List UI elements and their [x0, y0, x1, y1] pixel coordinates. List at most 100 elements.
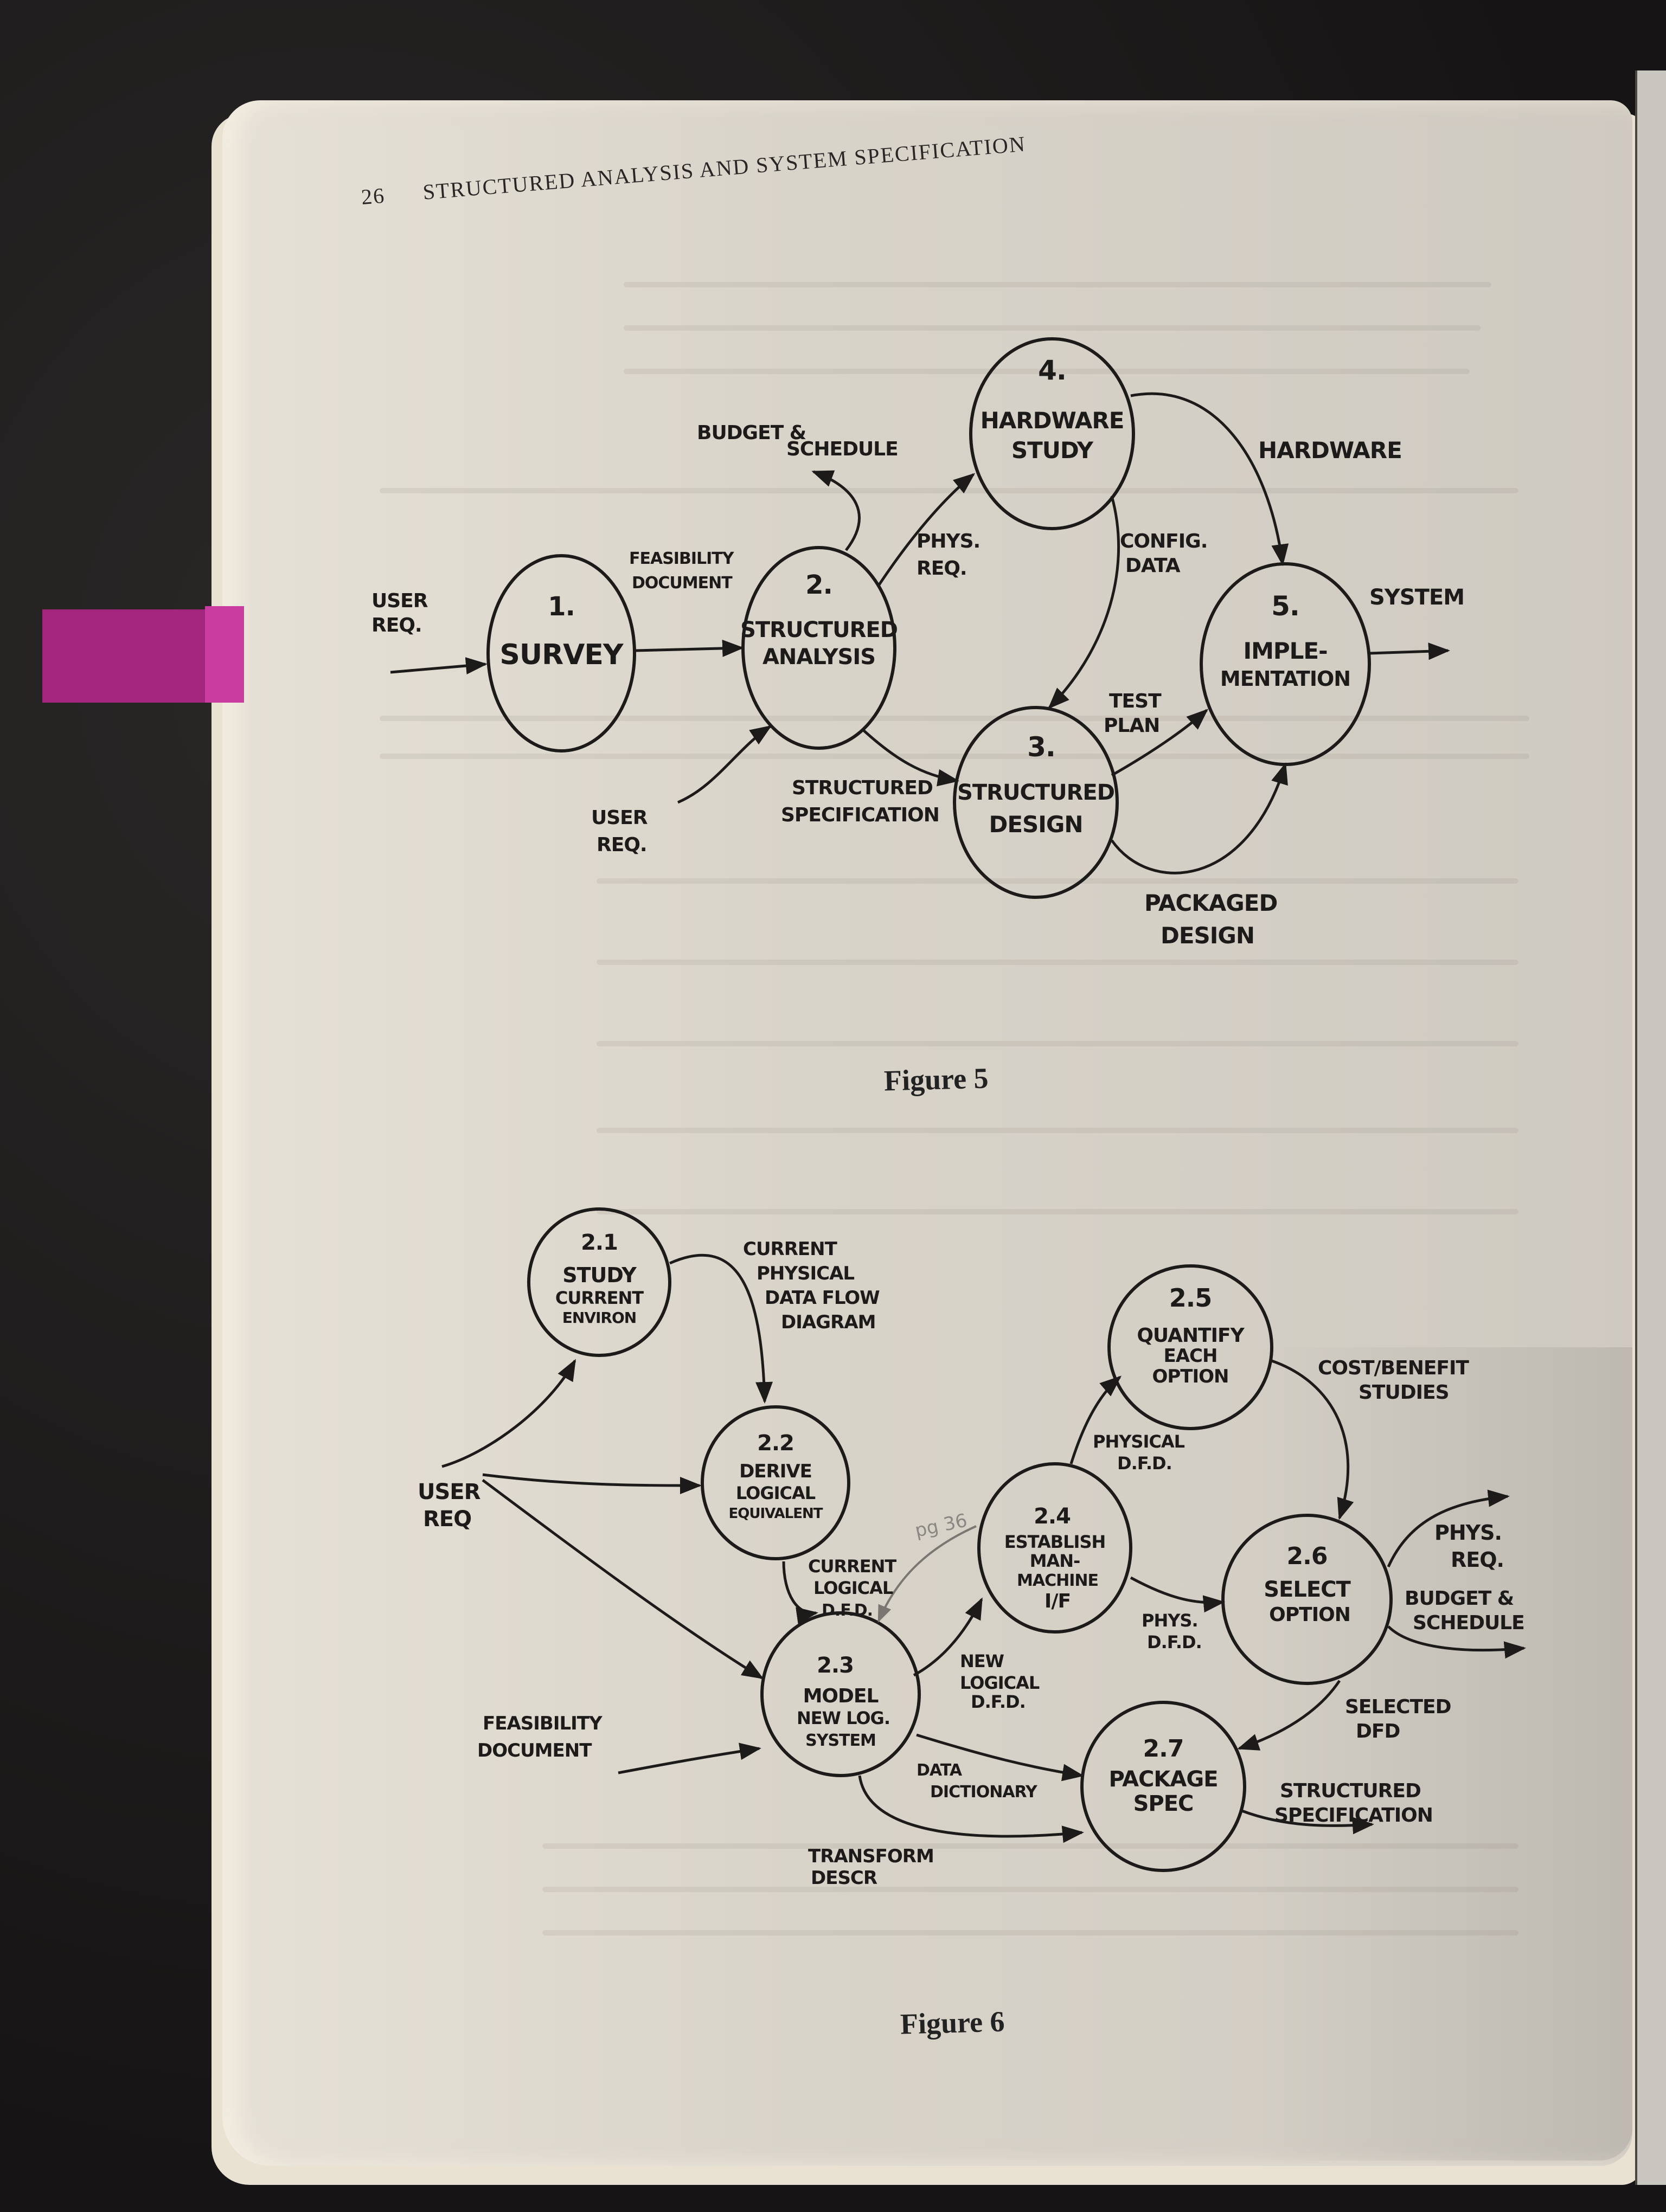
label-current-logical: CURRENT: [808, 1556, 896, 1577]
flow-test-plan: [1111, 709, 1208, 777]
flow-phys-req-out: [1387, 1489, 1510, 1568]
label-system: SYSTEM: [1369, 585, 1464, 610]
svg-text:2.1: 2.1: [581, 1230, 618, 1255]
flow-user-req-to-2-2: [482, 1473, 702, 1494]
flow-budget: [811, 470, 861, 551]
show-through-line: [597, 1128, 1518, 1133]
svg-text:QUANTIFY: QUANTIFY: [1137, 1324, 1245, 1347]
label-transform-descr: TRANSFORM: [808, 1846, 934, 1867]
label-user-req: USER: [418, 1480, 480, 1504]
show-through-line: [542, 1843, 1518, 1849]
label-hardware: HARDWARE: [1258, 437, 1402, 464]
svg-text:REQ.: REQ.: [371, 614, 422, 636]
svg-text:SCHEDULE: SCHEDULE: [1413, 1612, 1524, 1634]
flow-budget-out: [1387, 1625, 1526, 1659]
svg-text:STUDY: STUDY: [1011, 437, 1094, 464]
node-2-4-establish-man-machine-if: 2.4 ESTABLISH MAN- MACHINE I/F: [977, 1462, 1132, 1634]
label-packaged-design: PACKAGED: [1144, 890, 1277, 916]
figure-5: 1. SURVEY 2. STRUCTURED ANALYSIS 4. HARD…: [371, 337, 1465, 949]
label-current-physical: CURRENT: [743, 1238, 838, 1260]
svg-text:LOGICAL: LOGICAL: [960, 1673, 1040, 1693]
show-through-line: [597, 1041, 1518, 1046]
svg-text:SPECIFICATION: SPECIFICATION: [781, 804, 939, 826]
label-budget: BUDGET &: [697, 422, 806, 444]
flow-structured-spec-out: [1241, 1809, 1374, 1835]
svg-text:HARDWARE: HARDWARE: [981, 407, 1124, 434]
label-structured-spec: STRUCTURED: [1280, 1780, 1421, 1802]
svg-text:LOGICAL: LOGICAL: [736, 1483, 816, 1503]
node-2-7-package-spec: 2.7 PACKAGE SPEC: [1080, 1701, 1246, 1872]
svg-text:EACH: EACH: [1164, 1345, 1218, 1367]
show-through-line: [542, 1930, 1518, 1935]
svg-text:DATA: DATA: [1125, 555, 1181, 577]
svg-text:DICTIONARY: DICTIONARY: [930, 1783, 1038, 1802]
label-config-data: CONFIG.: [1120, 530, 1207, 552]
flow-hardware: [1130, 392, 1289, 566]
node-structured-analysis: 2. STRUCTURED ANALYSIS: [740, 546, 898, 750]
svg-text:STUDY: STUDY: [562, 1263, 637, 1287]
node-2-1-study-current-environ: 2.1 STUDY CURRENT ENVIRON: [527, 1207, 671, 1357]
svg-text:PHYSICAL: PHYSICAL: [757, 1263, 854, 1284]
svg-text:3.: 3.: [1027, 731, 1055, 763]
flow-physical-dfd: [1069, 1375, 1122, 1464]
show-through-line: [624, 369, 1470, 374]
svg-text:DESCR: DESCR: [811, 1867, 877, 1889]
svg-text:REQ.: REQ.: [1451, 1548, 1504, 1572]
svg-text:ENVIRON: ENVIRON: [562, 1309, 636, 1327]
svg-text:OPTION: OPTION: [1269, 1604, 1350, 1626]
svg-text:2.: 2.: [805, 570, 832, 600]
svg-text:STRUCTURED: STRUCTURED: [740, 618, 898, 642]
figure-6-caption: Figure 6: [900, 2005, 1005, 2041]
flow-feasibility: [635, 639, 744, 657]
flow-current-physical: [669, 1253, 773, 1404]
show-through-line: [624, 325, 1481, 331]
svg-text:DATA FLOW: DATA FLOW: [765, 1287, 880, 1309]
svg-text:OPTION: OPTION: [1152, 1366, 1228, 1387]
node-2-6-select-option: 2.6 SELECT OPTION: [1221, 1514, 1393, 1685]
svg-text:MACHINE: MACHINE: [1017, 1571, 1098, 1590]
label-feasibility: FEASIBILITY: [483, 1713, 603, 1734]
pencil-annotation: pg 36: [913, 1509, 969, 1541]
svg-text:D.F.D.: D.F.D.: [1147, 1632, 1202, 1652]
label-feasibility: FEASIBILITY: [629, 549, 735, 568]
node-structured-design: 3. STRUCTURED DESIGN: [953, 706, 1119, 899]
svg-text:LOGICAL: LOGICAL: [813, 1578, 893, 1598]
label-phys-req: PHYS.: [1434, 1521, 1502, 1545]
svg-text:NEW LOG.: NEW LOG.: [797, 1708, 890, 1728]
flow-new-logical: [913, 1597, 983, 1677]
show-through-line: [597, 878, 1518, 884]
flow-packaged-design: [1110, 762, 1288, 874]
svg-text:SPECIFICATION: SPECIFICATION: [1274, 1804, 1433, 1827]
node-2-2-derive-logical-equivalent: 2.2 DERIVE LOGICAL EQUIVALENT: [701, 1405, 850, 1560]
svg-text:MENTATION: MENTATION: [1220, 667, 1350, 691]
flow-data-dictionary: [916, 1733, 1084, 1782]
svg-text:MODEL: MODEL: [803, 1685, 879, 1707]
flow-structured-spec: [861, 728, 959, 787]
svg-text:2.3: 2.3: [817, 1653, 854, 1678]
svg-text:DOCUMENT: DOCUMENT: [632, 574, 733, 593]
svg-text:EQUIVALENT: EQUIVALENT: [729, 1506, 823, 1522]
sticky-tab-fold: [205, 606, 244, 703]
show-through-line: [597, 960, 1518, 965]
node-implementation: 5. IMPLE- MENTATION: [1200, 562, 1371, 766]
label-budget: BUDGET &: [1405, 1587, 1514, 1610]
book-page: [222, 100, 1632, 2166]
flow-current-logical: [782, 1561, 818, 1624]
svg-text:DERIVE: DERIVE: [739, 1461, 812, 1482]
figure-5-caption: Figure 5: [883, 1062, 989, 1097]
svg-text:DESIGN: DESIGN: [989, 811, 1082, 838]
flow-user-req-2: [677, 725, 772, 804]
flow-phys-req: [877, 473, 976, 587]
node-survey: 1. SURVEY: [486, 554, 636, 753]
svg-text:DESIGN: DESIGN: [1161, 922, 1254, 949]
label-phys-req: PHYS.: [917, 530, 980, 552]
flow-config-data: [1048, 496, 1120, 709]
svg-text:ANALYSIS: ANALYSIS: [762, 645, 875, 670]
svg-text:DOCUMENT: DOCUMENT: [477, 1740, 592, 1761]
flow-transform-descr: [858, 1775, 1084, 1843]
svg-text:MAN-: MAN-: [1030, 1551, 1080, 1571]
label-test-plan: TEST: [1109, 690, 1162, 712]
flow-phys-dfd: [1130, 1576, 1225, 1613]
show-through-line: [542, 1887, 1518, 1892]
show-through-line: [380, 754, 1529, 759]
